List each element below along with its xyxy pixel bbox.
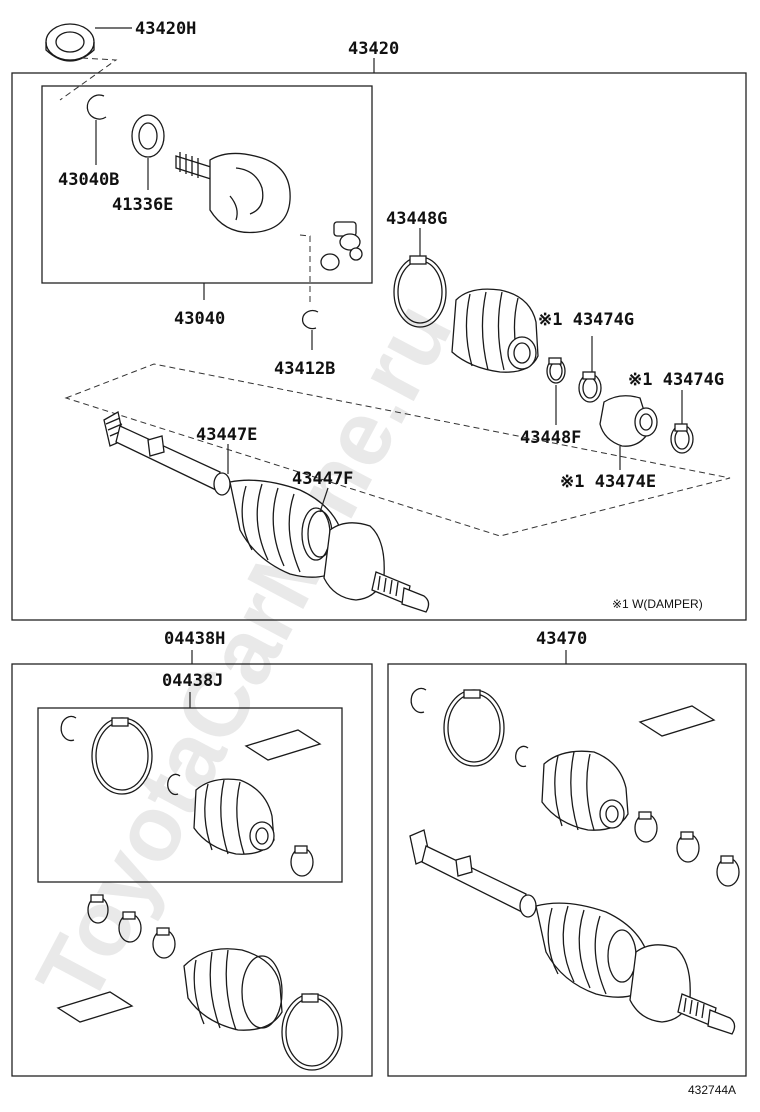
inboard-boot-icon [451,288,539,373]
label-43470: 43470 [536,629,587,649]
assembly-43040-box [41,85,373,284]
label-43040: 43040 [174,309,225,329]
label-43447E: 43447E [196,425,257,445]
label-43447F: 43447F [292,469,353,489]
damper-footnote: ※1 W(DAMPER) [612,597,703,611]
label-43448G: 43448G [386,209,447,229]
label-43040B: 43040B [58,170,119,190]
inner-joint-housing-icon [175,152,291,234]
label-43420H: 43420H [135,19,196,39]
band-clamp-43448F-icon [546,357,566,384]
band-clamp-43448G-icon [393,255,447,328]
assembly-43420-box [11,72,747,621]
label-43474G-2: ※1 43474G [628,370,724,390]
label-43420: 43420 [348,39,399,59]
tripod-spider-icon [320,221,363,271]
kit-43470-box [387,663,747,1077]
label-04438J: 04438J [162,671,223,691]
label-41336E: 41336E [112,195,173,215]
band-clamp-43474G-2-icon [670,423,694,454]
label-43474G-1: ※1 43474G [538,310,634,330]
snap-ring-43040B-icon [86,94,107,120]
label-43412B: 43412B [274,359,335,379]
damper-43474E-icon [599,395,658,447]
label-43448F: 43448F [520,428,581,448]
label-43474E: ※1 43474E [560,472,656,492]
watermark: ToyotaCarMine.ru [18,287,472,1019]
kit-43470-parts-icon [409,687,740,1035]
figure-code: 432744A [688,1083,736,1097]
drive-shaft-icon [103,410,430,613]
kit-04438H-parts-icon [56,894,343,1071]
kit-04438J-parts-icon [60,715,322,877]
seal-41336E-icon [131,114,165,158]
seal-43420H-icon [45,23,95,62]
label-04438H: 04438H [164,629,225,649]
band-clamp-43474G-1-icon [578,371,602,403]
snap-ring-43412B-icon [301,309,319,330]
